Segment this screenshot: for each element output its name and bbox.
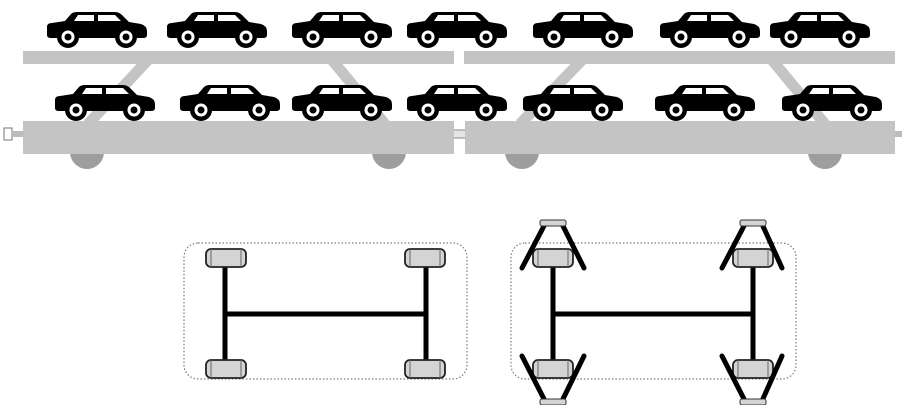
strut-caps [539, 219, 767, 405]
tire-icon [532, 248, 574, 268]
car-icon [407, 85, 507, 121]
upper-deck-right [464, 51, 895, 64]
plan-view-straight-axles [183, 242, 468, 380]
car-icon [660, 12, 760, 48]
coupler-icon [12, 131, 24, 137]
bogie-wheel [70, 152, 104, 169]
tire-icon [404, 359, 446, 379]
tire-icon [732, 248, 774, 268]
tire-icon [205, 248, 247, 268]
chassis-frame [550, 258, 756, 369]
tire-icon [532, 359, 574, 379]
tire-icon [732, 359, 774, 379]
auto-rack-railcar [3, 12, 902, 169]
bogie-wheel [505, 152, 539, 169]
chassis-frame [222, 258, 429, 369]
upper-deck-cars [47, 12, 870, 48]
railcar-frame-left [23, 121, 454, 154]
car-icon [533, 12, 633, 48]
lower-deck-cars [55, 85, 882, 121]
car-icon [55, 85, 155, 121]
bogie-wheel [372, 152, 406, 169]
car-icon [523, 85, 623, 121]
car-icon [770, 12, 870, 48]
angled-struts [519, 221, 785, 404]
car-icon [180, 85, 280, 121]
tire-icon [205, 359, 247, 379]
tire-icon [404, 248, 446, 268]
car-icon [47, 12, 147, 48]
plan-view-angled-axles [510, 219, 797, 405]
support-strut [767, 56, 830, 128]
footprint-outline [183, 242, 468, 380]
bogies [70, 152, 842, 169]
car-icon [292, 12, 392, 48]
railcar-frame-right [465, 121, 895, 154]
upper-deck-left [23, 51, 454, 64]
car-icon [407, 12, 507, 48]
footprint-outline [510, 242, 797, 380]
car-icon [167, 12, 267, 48]
bogie-wheel [808, 152, 842, 169]
car-icon [292, 85, 392, 121]
coupler-icon [3, 127, 13, 141]
car-icon [655, 85, 755, 121]
coupler-icon [892, 131, 902, 137]
